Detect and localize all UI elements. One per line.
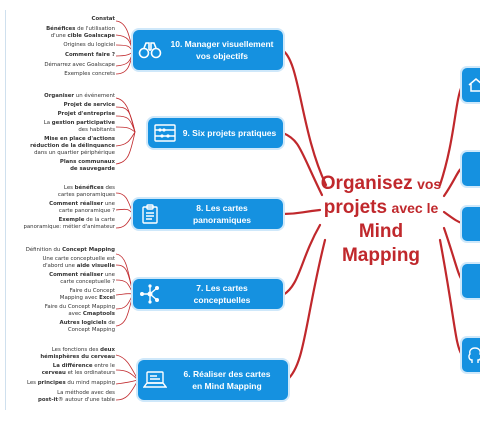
leaf[interactable]: carte panoramique ? (58, 208, 115, 214)
leaf[interactable]: d'abord une aide visuelle (42, 263, 115, 269)
right-topic-4[interactable] (462, 264, 480, 298)
leaves-topic-7: Définition du Concept Mapping Une carte … (0, 246, 115, 336)
topic-6-label-2: en Mind Mapping (192, 381, 262, 391)
leaf[interactable]: Bénéfices de l'utilisation (46, 26, 115, 32)
leaves-topic-8: Les bénéfices des cartes panoramiques Co… (0, 184, 115, 234)
leaves-topic-6: Les fonctions des deux hémisphères du ce… (0, 346, 115, 406)
topic-8[interactable]: 8. Les cartes panoramiques (133, 199, 283, 229)
leaf[interactable]: post-it® autour d'une table (37, 397, 115, 403)
leaf[interactable]: réduction de la délinquance (30, 143, 115, 149)
clipboard-icon (133, 204, 167, 224)
leaf[interactable]: de sauvegarde (70, 166, 115, 172)
topic-6[interactable]: 6. Réaliser des cartes en Mind Mapping (138, 360, 288, 400)
leaf[interactable]: Comment faire ? (65, 52, 115, 58)
brain-icon (468, 347, 480, 363)
topic-9[interactable]: 9. Six projets pratiques (148, 118, 283, 148)
topic-9-label: 9. Six projets pratiques (182, 128, 277, 138)
leaf[interactable]: La gestion participative (43, 120, 115, 126)
central-word-organisez: Organisez (320, 173, 413, 194)
leaf[interactable]: Exemple de la carte (58, 217, 115, 223)
leaves-topic-10: Constat Bénéfices de l'utilisation d'une… (0, 14, 115, 84)
leaf[interactable]: Origines du logiciel (63, 42, 115, 48)
leaf[interactable]: Exemples concrets (64, 71, 115, 77)
leaf[interactable]: Comment réaliser une (49, 272, 115, 278)
leaf[interactable]: Démarrez avec Goalscape (44, 62, 115, 68)
leaf[interactable]: Les bénéfices des (63, 185, 115, 191)
central-word-projets: projets (323, 197, 388, 218)
house-icon (468, 78, 480, 92)
leaf[interactable]: panoramique: métier d'animateur (23, 224, 115, 230)
right-topic-1[interactable] (462, 68, 480, 102)
leaf[interactable]: Mise en place d'actions (44, 136, 115, 142)
central-word-avec-le: avec le (391, 200, 439, 216)
abacus-icon (148, 124, 182, 142)
leaves-topic-9: Organiser un événement Projet de service… (0, 92, 115, 172)
leaf[interactable]: avec Cmaptools (68, 311, 115, 317)
topic-10[interactable]: 10. Manager visuellement vos objectifs (133, 30, 283, 70)
topic-7[interactable]: 7. Les cartes conceptuelles (133, 279, 283, 309)
leaf[interactable]: cartes panoramiques (57, 192, 115, 198)
topic-8-label: 8. Les cartes panoramiques (192, 203, 252, 225)
leaf[interactable]: Faire du Concept (69, 288, 115, 294)
leaf[interactable]: Mapping avec Excel (59, 295, 115, 301)
leaf[interactable]: La différence entre le (52, 363, 115, 369)
leaf[interactable]: hémisphères du cerveau (40, 354, 115, 360)
right-topic-3[interactable] (462, 207, 480, 241)
leaf[interactable]: La méthode avec des (57, 390, 115, 396)
binoculars-icon (133, 41, 167, 59)
leaf[interactable]: Organiser un événement (44, 93, 115, 99)
leaf[interactable]: Concept Mapping (67, 327, 115, 333)
right-topic-2[interactable] (462, 152, 480, 186)
right-topic-5[interactable] (462, 338, 480, 372)
leaf[interactable]: des habitants (78, 127, 115, 133)
leaf[interactable]: dans un quartier périphérique (34, 150, 115, 156)
leaf[interactable]: Définition du Concept Mapping (25, 247, 115, 253)
leaf[interactable]: Projet de service (63, 102, 115, 108)
topic-10-label-2: vos objectifs (196, 51, 248, 61)
central-topic[interactable]: Organisez vos projets avec le Mind Mappi… (318, 172, 444, 268)
topic-6-label-1: 6. Réaliser des cartes (183, 369, 271, 379)
leaf[interactable]: d'une cible Goalscape (50, 33, 115, 39)
central-word-vos: vos (417, 176, 442, 192)
leaf[interactable]: Comment réaliser une (49, 201, 115, 207)
laptop-icon (138, 370, 172, 390)
leaf[interactable]: Les fonctions des deux (51, 347, 115, 353)
network-icon (133, 284, 167, 304)
leaf[interactable]: Autres logiciels de (59, 320, 115, 326)
leaf[interactable]: cerveau et les ordinateurs (41, 370, 115, 376)
leaf[interactable]: Constat (91, 16, 116, 22)
leaf[interactable]: Une carte conceptuelle est (42, 256, 115, 262)
leaf[interactable]: Faire du Concept Mapping (44, 304, 115, 310)
leaf[interactable]: Plans communaux (59, 159, 115, 165)
topic-10-label-1: 10. Manager visuellement (170, 39, 274, 49)
central-word-mind-mapping: Mind Mapping (341, 221, 421, 266)
side-frame (5, 10, 9, 410)
leaf[interactable]: carte conceptuelle ? (60, 279, 115, 285)
topic-7-label: 7. Les cartes conceptuelles (193, 283, 251, 305)
leaf[interactable]: Les principes du mind mapping (26, 380, 115, 386)
leaf[interactable]: Projet d'entreprise (57, 111, 115, 117)
